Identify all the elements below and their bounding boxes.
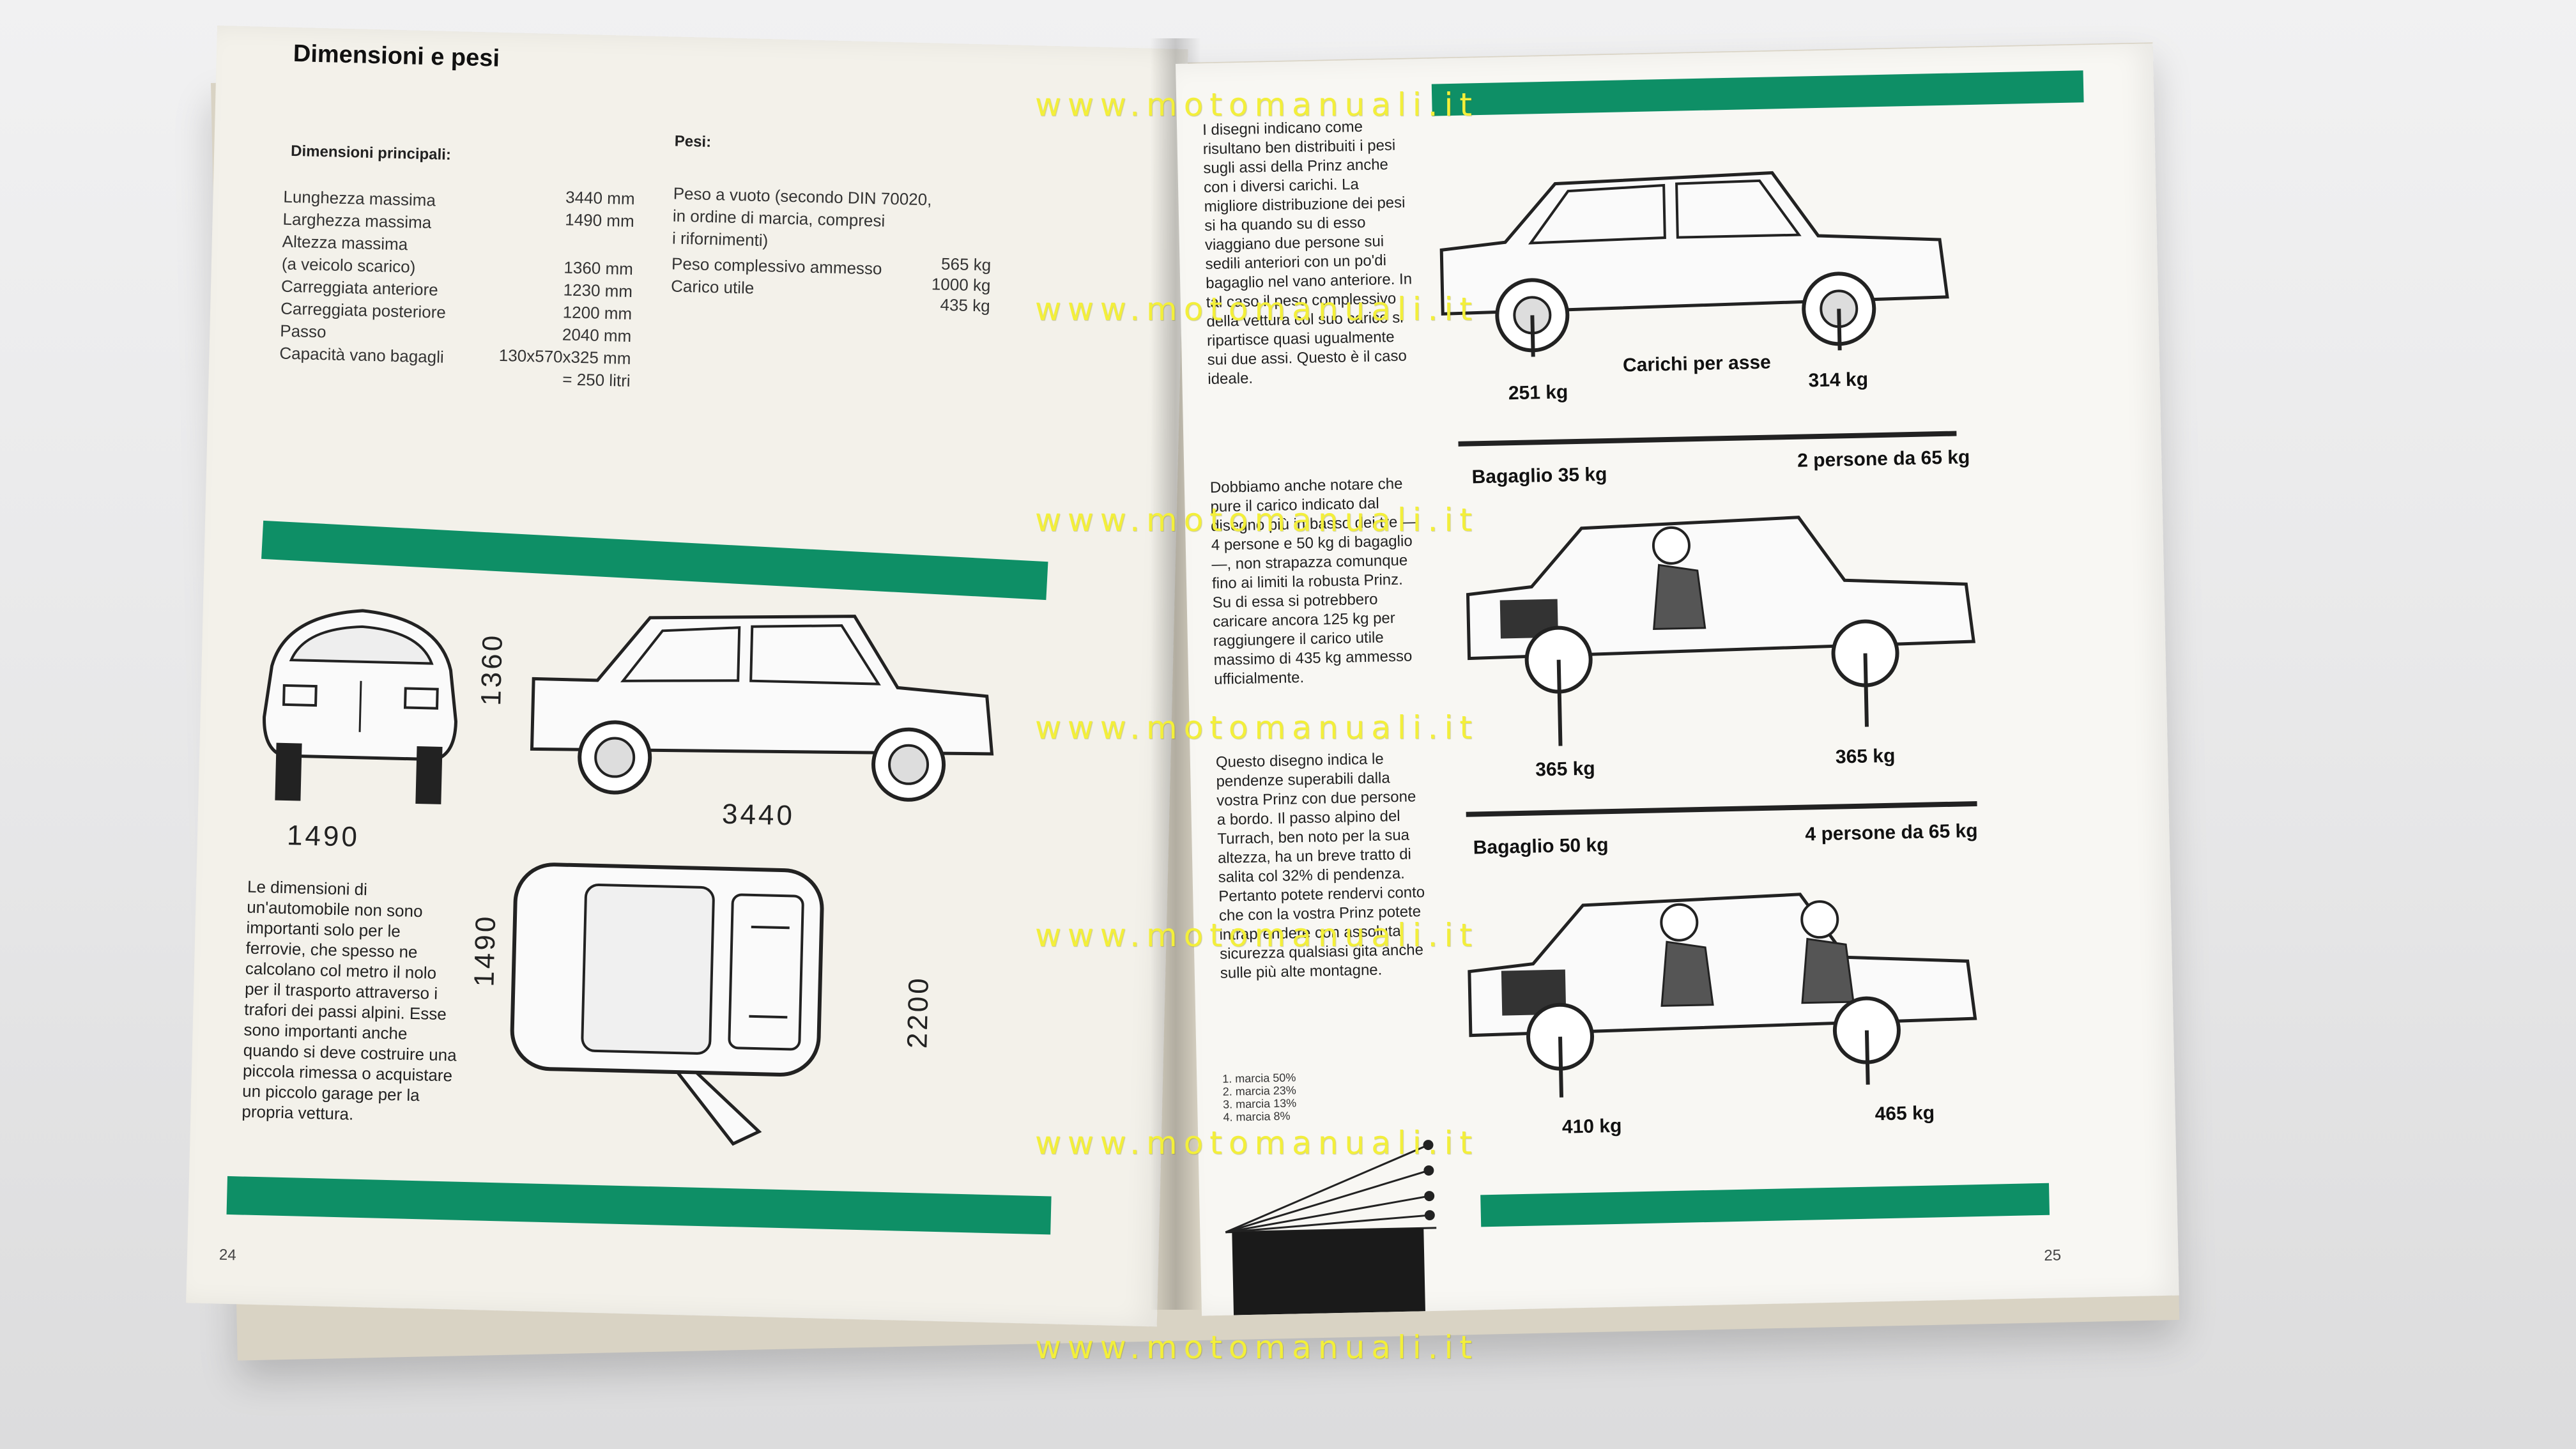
watermark: www.motomanuali.it (1035, 1124, 1479, 1162)
watermark: www.motomanuali.it (1035, 1329, 1479, 1366)
dimension-value: 1200 mm (562, 302, 632, 323)
weight-label: Peso a vuoto (secondo DIN 70020, (673, 183, 932, 210)
page-number: 25 (2044, 1246, 2062, 1264)
car-side-view-drawing (530, 615, 994, 802)
dimension-value: 1360 mm (564, 257, 634, 279)
car-axle-load-drawing (1439, 171, 1949, 357)
gear-item: 3. marcia 13% (1222, 1096, 1297, 1111)
weight-label: Carico utile (670, 276, 755, 298)
dimension-label: Lunghezza massima (283, 187, 436, 210)
axle-caption: Carichi per asse (1622, 351, 1772, 376)
dimension-label: Passo (279, 321, 326, 342)
gear-item: 1. marcia 50% (1222, 1071, 1296, 1085)
dimension-label: Carreggiata posteriore (280, 298, 447, 322)
dimensions-body-text: Le dimensioni di un'automobile non sono … (241, 877, 457, 1124)
axle-rear-weight: 314 kg (1808, 369, 1869, 392)
dimension-value: 3440 mm (565, 187, 635, 209)
car-top-view-drawing (510, 862, 824, 1146)
weight-label: in ordine di marcia, compresi (672, 206, 885, 231)
weight-label: i rifornimenti) (671, 228, 769, 250)
watermark: www.motomanuali.it (1035, 709, 1479, 746)
watermark: www.motomanuali.it (1035, 917, 1479, 954)
dimensions-heading: Dimensioni principali: (290, 142, 452, 164)
page-number: 24 (218, 1246, 237, 1264)
page-title: Dimensioni e pesi (293, 40, 500, 72)
top-width-label: 1490 (468, 914, 502, 988)
dimension-value: 1490 mm (564, 210, 635, 231)
dimension-value: = 250 litri (562, 369, 631, 390)
right-page: I disegni indicano come risultano ben di… (1176, 43, 2179, 1316)
car-load-drawing-2-persons (1466, 516, 1976, 746)
dimension-label: Larghezza massima (282, 209, 432, 233)
load3-rear-weight: 465 kg (1874, 1102, 1935, 1125)
dimension-label: Capacità vano bagagli (279, 343, 445, 367)
left-page: Dimensioni e pesi Dimensioni principali:… (186, 26, 1188, 1327)
watermark: www.motomanuali.it (1035, 86, 1479, 123)
watermark: www.motomanuali.it (1035, 502, 1479, 539)
luggage-label: Bagaglio 35 kg (1471, 464, 1607, 488)
weights-heading: Pesi: (674, 132, 712, 151)
accent-bar (226, 1176, 1052, 1235)
divider (1466, 801, 1977, 817)
dimension-label: Altezza massima (282, 231, 408, 254)
car-load-drawing-4-persons (1468, 893, 1977, 1098)
car-front-view-drawing (263, 609, 457, 804)
weight-label: Peso complessivo ammesso (671, 254, 882, 279)
weight-value: 1000 kg (931, 274, 991, 295)
dimension-value: 130x570x325 mm (498, 345, 631, 368)
side-length-label: 3440 (721, 798, 795, 832)
dimension-value: 1230 mm (563, 280, 633, 302)
gear-list: 1. marcia 50% 2. marcia 23% 3. marcia 13… (1222, 1071, 1297, 1123)
weight-value: 435 kg (940, 295, 991, 316)
dimension-label: Carreggiata anteriore (280, 276, 439, 300)
front-height-label: 1360 (475, 632, 509, 707)
dimension-label: (a veicolo scarico) (281, 254, 416, 277)
weight-value: 565 kg (940, 254, 992, 275)
axle-front-weight: 251 kg (1508, 381, 1568, 404)
load2-front-weight: 365 kg (1535, 758, 1595, 781)
top-length-label: 2200 (901, 975, 935, 1049)
front-width-label: 1490 (286, 820, 360, 853)
luggage-label: Bagaglio 50 kg (1473, 834, 1609, 859)
dimension-value: 2040 mm (562, 325, 632, 346)
passengers-label: 2 persone da 65 kg (1797, 447, 1970, 471)
gear-item: 4. marcia 8% (1223, 1109, 1291, 1124)
watermark: www.motomanuali.it (1035, 291, 1479, 328)
car-photo-thumbnail (1232, 1228, 1425, 1315)
divider (1458, 431, 1957, 447)
load2-rear-weight: 365 kg (1835, 745, 1896, 768)
gear-item: 2. marcia 23% (1222, 1084, 1296, 1098)
load3-front-weight: 410 kg (1561, 1115, 1622, 1138)
passengers-label: 4 persone da 65 kg (1805, 820, 1978, 845)
weight-distribution-text: I disegni indicano come risultano ben di… (1202, 118, 1413, 388)
accent-bar (1480, 1183, 2050, 1227)
